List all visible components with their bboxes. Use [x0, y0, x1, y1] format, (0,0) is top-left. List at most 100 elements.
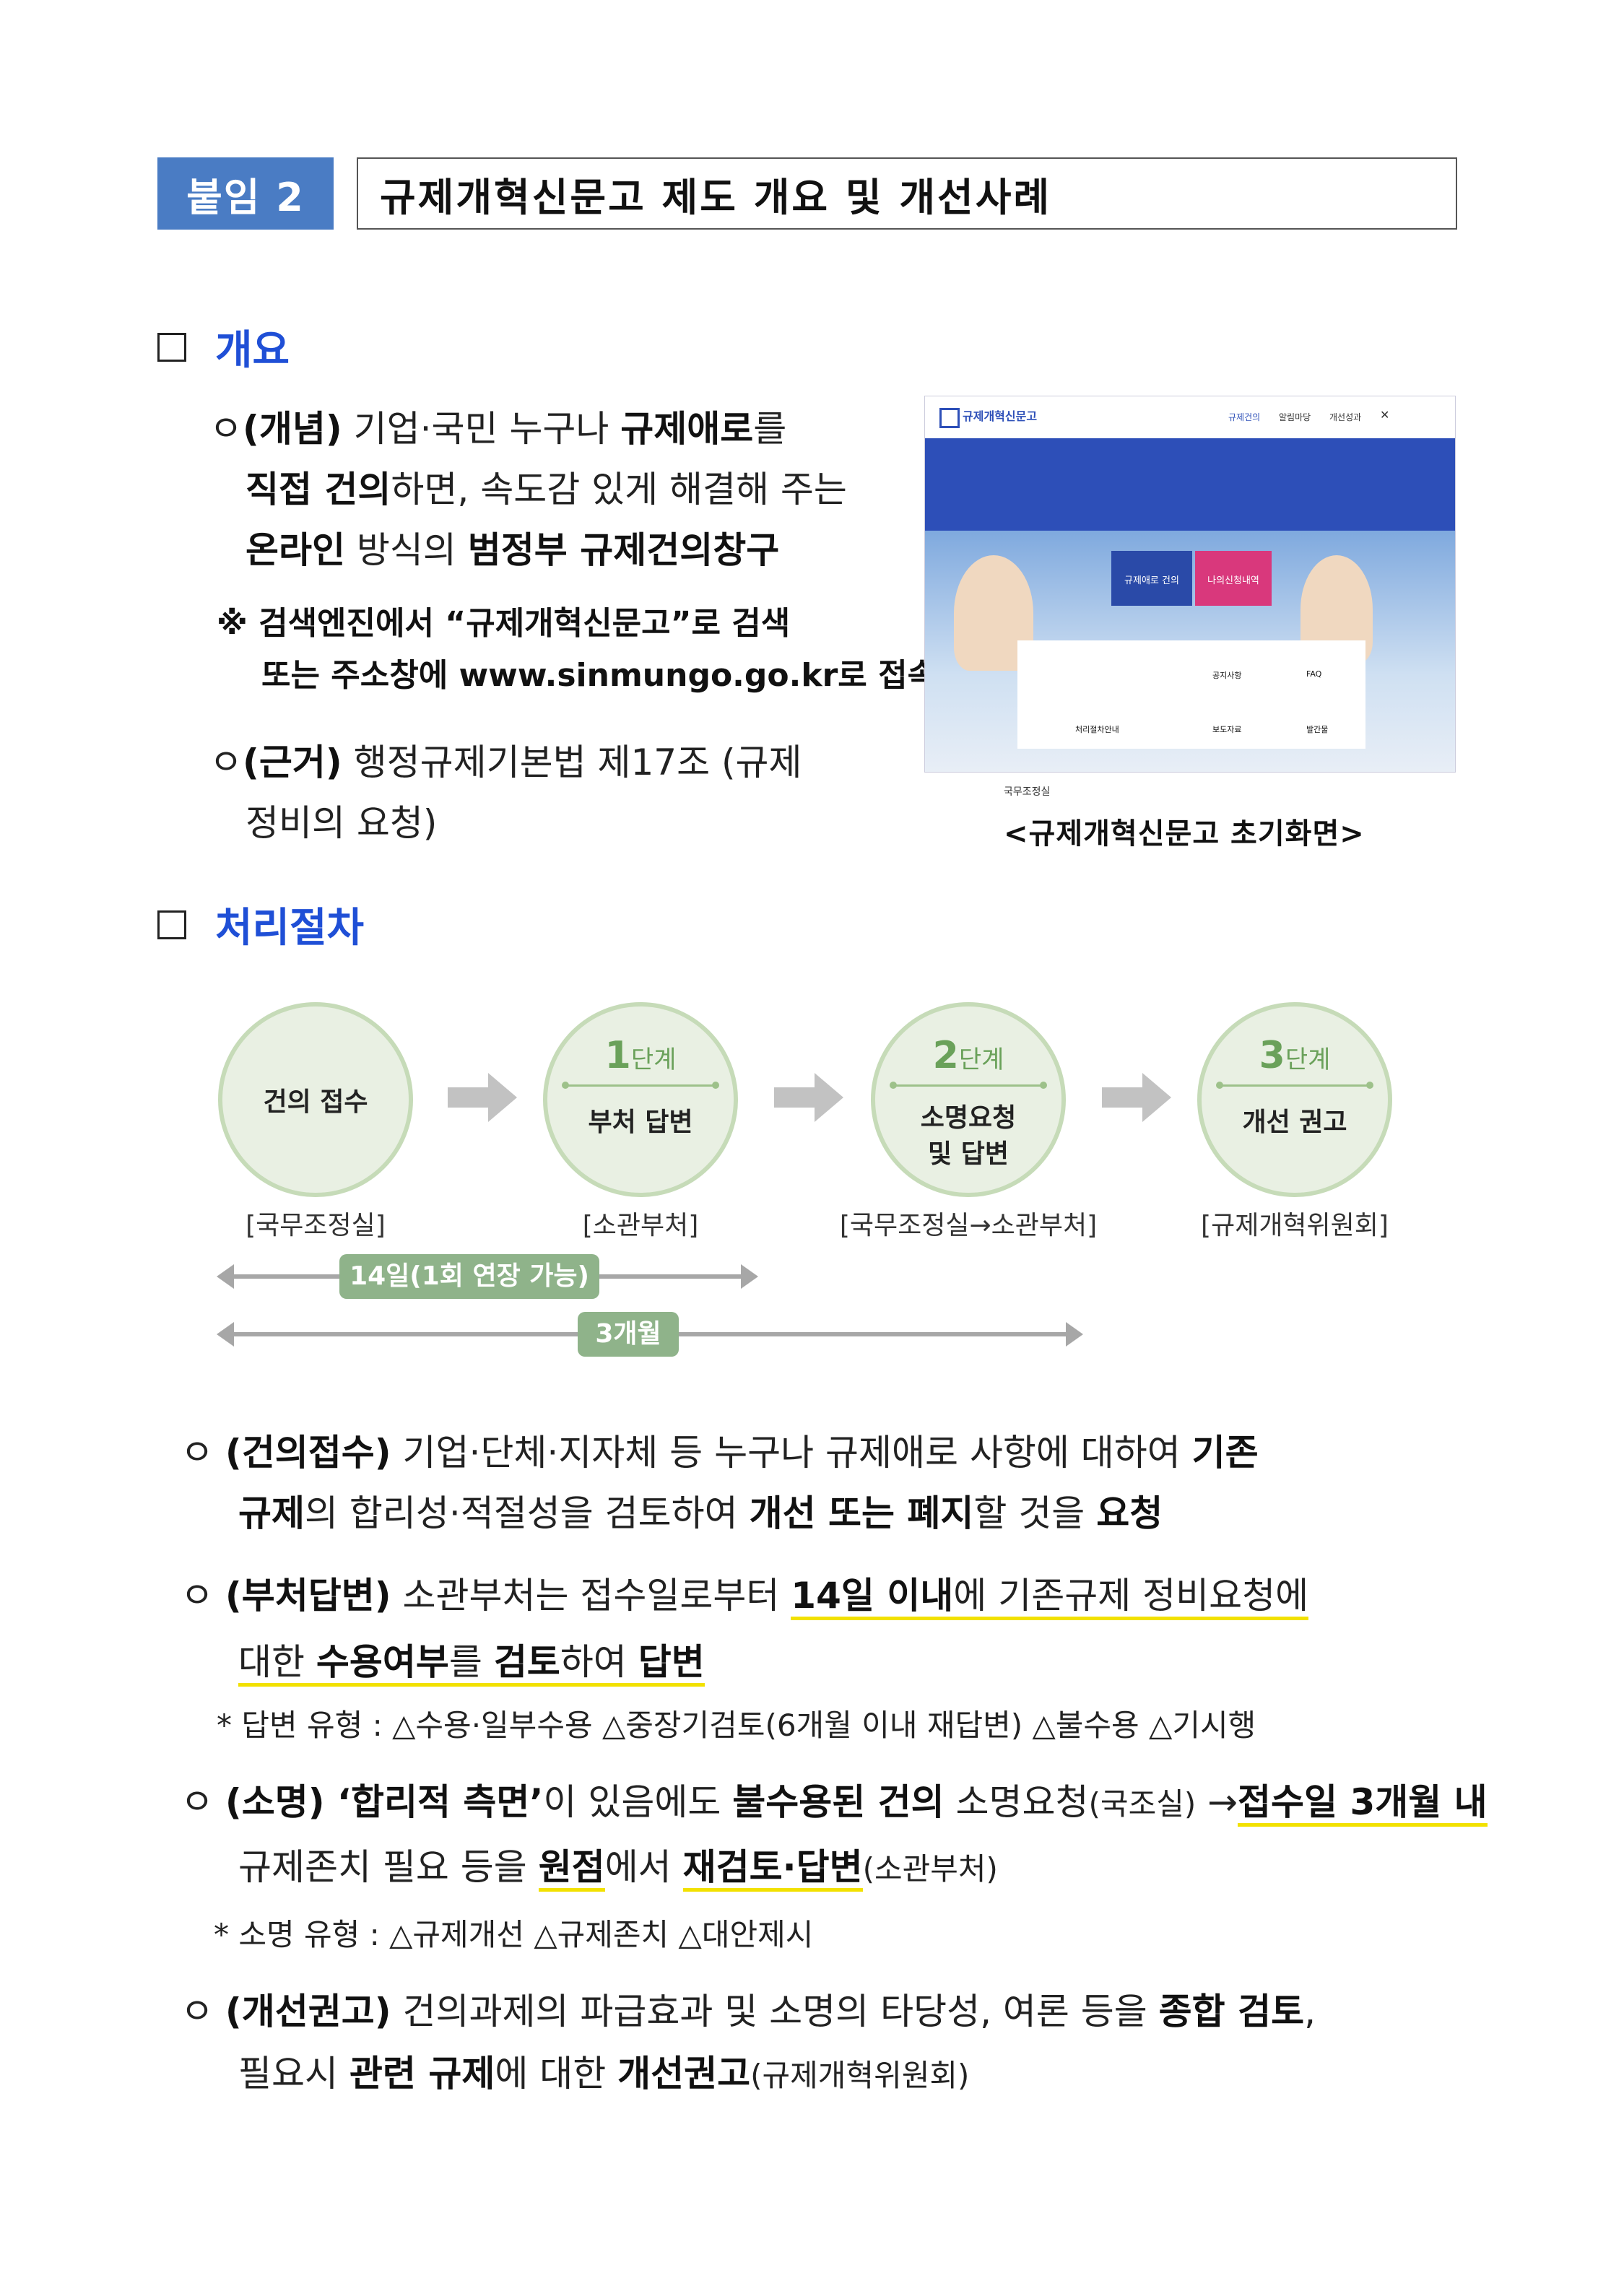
step-divider — [1216, 1082, 1373, 1089]
bullet-label: (부처답변) — [225, 1575, 391, 1617]
shot-card-item: 발간물 — [1306, 725, 1329, 734]
bullet-circle-icon: ㅇ — [181, 1432, 214, 1474]
page-title: 규제개혁신문고 제도 개요 및 개선사례 — [357, 157, 1457, 230]
bullet-text: ‘합리적 측면’ — [324, 1781, 544, 1823]
bullet-text: 답변 — [638, 1641, 705, 1683]
bullet-text: → — [1196, 1781, 1238, 1823]
step-label: 개선 권고 — [1242, 1108, 1347, 1137]
bullet-text: 대한 — [238, 1641, 316, 1683]
concept-text: 기업·국민 누구나 — [342, 408, 621, 450]
shot-card-item: FAQ — [1306, 669, 1322, 679]
concept-text: 를 — [753, 408, 787, 450]
bullet-text: 종합 검토 — [1158, 1991, 1305, 2032]
bullet-text: 필요시 — [238, 2053, 349, 2095]
concept-text: 하면, 속도감 있게 해결해 주는 — [391, 469, 847, 510]
bullet-circle-icon: ㅇ — [181, 1991, 214, 2032]
bullet-text: 규제존치 필요 등을 — [238, 1846, 539, 1888]
bullet-explanation: ㅇ (소명) ‘합리적 측면’이 있음에도 불수용된 건의 소명요청(국조실) … — [181, 1769, 1488, 1838]
bullet-explanation-line-2: 규제존치 필요 등을 원점에서 재검토·답변(소관부처) — [238, 1834, 998, 1903]
step-arrow-icon — [1102, 1073, 1171, 1122]
checkbox-square-icon — [157, 910, 186, 939]
step-circle-receipt: 건의 접수 — [218, 1002, 413, 1197]
bullet-text: 이 있음에도 — [543, 1781, 733, 1823]
screenshot-caption: <규제개혁신문고 초기화면> — [1004, 817, 1365, 851]
step-label: 소명요청 및 답변 — [920, 1103, 1017, 1169]
basis-label: (근거) — [243, 742, 342, 783]
shot-btn-myrequests: 나의신청내역 — [1195, 551, 1272, 606]
basis-text: 행정규제기본법 제17조 (규제 — [342, 742, 802, 783]
shot-logo-icon — [939, 408, 960, 428]
bullet-text: (규제개혁위원회) — [750, 2058, 970, 2093]
shot-nav-3: 개선성과 — [1329, 412, 1362, 422]
shot-logo-text: 규제개혁신문고 — [963, 409, 1038, 423]
bullet-text: 의 합리성·적절성을 검토하여 — [305, 1492, 750, 1534]
step-divider — [562, 1082, 719, 1089]
bullet-text: 건의과제의 파급효과 및 소명의 타당성, 여론 등을 — [391, 1991, 1159, 2032]
step-circle-3: 3단계 개선 권고 — [1197, 1002, 1392, 1197]
step-number: 3단계 — [1259, 1034, 1331, 1077]
shot-quick-card: 공지사항 FAQ 처리절차안내 보도자료 발간물 — [1017, 640, 1365, 749]
step-label: 건의 접수 — [263, 1087, 368, 1117]
answer-type-note: * 답변 유형 : △수용·일부수용 △중장기검토(6개월 이내 재답변) △불… — [217, 1708, 1256, 1743]
bullet-text: 수용여부 — [316, 1641, 449, 1683]
bullet-text: 관련 규제 — [349, 2053, 495, 2095]
sinmungo-homepage-screenshot: 규제개혁신문고 규제건의 알림마당 개선성과 ✕ 규제애로 건의 나의신청내역 … — [924, 396, 1456, 773]
bullet-text: 요청 — [1096, 1492, 1163, 1534]
bullet-label: (소명) — [225, 1781, 325, 1823]
shot-btn-complaint: 규제애로 건의 — [1111, 551, 1192, 606]
bullet-text: 할 것을 — [973, 1492, 1097, 1534]
step-circle-2: 2단계 소명요청 및 답변 — [871, 1002, 1066, 1197]
bullet-text: 검토 — [493, 1641, 560, 1683]
bullet-text: 불수용된 건의 — [732, 1781, 945, 1823]
bullet-improvement-recommendation: ㅇ (개선권고) 건의과제의 파급효과 및 소명의 타당성, 여론 등을 종합 … — [181, 1978, 1316, 2045]
bullet-improvement-line-2: 필요시 관련 규제에 대한 개선권고(규제개혁위원회) — [238, 2040, 969, 2109]
bullet-text: 규제 — [238, 1492, 305, 1534]
bullet-text: 재검토·답변 — [682, 1846, 863, 1892]
section-procedure-heading: 처리절차 — [157, 895, 364, 954]
shot-card-item: 처리절차안내 — [1075, 725, 1119, 734]
period-pill-14days: 14일(1회 연장 가능) — [339, 1254, 599, 1299]
concept-text: 범정부 규제건의창구 — [467, 529, 780, 571]
step-label: 부처 답변 — [588, 1108, 693, 1137]
bullet-circle-icon: ㅇ — [209, 742, 243, 783]
bullet-ministry-answer-line-2: 대한 수용여부를 검토하여 답변 — [238, 1629, 705, 1695]
step-owner: [소관부처] — [582, 1211, 699, 1240]
concept-line-3: 온라인 방식의 범정부 규제건의창구 — [246, 520, 779, 580]
explanation-type-note: * 소명 유형 : △규제개선 △규제존치 △대안제시 — [214, 1917, 814, 1952]
step-owner: [국무조정실→소관부처] — [839, 1211, 1098, 1240]
bullet-receipt-line-2: 규제의 합리성·적절성을 검토하여 개선 또는 폐지할 것을 요청 — [238, 1480, 1163, 1547]
shot-menu-panel — [925, 438, 1455, 531]
shot-close-icon: ✕ — [1380, 408, 1390, 422]
basis-line-2: 정비의 요청) — [246, 802, 438, 844]
shot-btn-complaint-label: 규제애로 건의 — [1124, 575, 1179, 586]
step-divider — [890, 1082, 1047, 1089]
concept-label: (개념) — [243, 408, 342, 450]
bullet-text: 원점 — [538, 1846, 605, 1892]
concept-text: 규제애로 — [620, 408, 754, 450]
step-arrow-icon — [448, 1073, 517, 1122]
search-note-2: 또는 주소창에 www.sinmungo.go.kr로 접속 — [261, 657, 937, 694]
section-overview-heading: 개요 — [157, 318, 290, 376]
search-note-1: ※ 검색엔진에서 “규제개혁신문고”로 검색 — [217, 605, 791, 642]
bullet-text: , — [1304, 1991, 1316, 2032]
bullet-text: 기존 — [1191, 1432, 1259, 1474]
bullet-text: 소관부처는 접수일로부터 — [391, 1575, 791, 1617]
shot-nav-2: 알림마당 — [1279, 412, 1311, 422]
concept-text: 온라인 — [246, 529, 345, 571]
section-procedure-title: 처리절차 — [215, 905, 365, 952]
bullet-text: 에 대한 — [495, 2053, 618, 2095]
bullet-text: 에서 — [604, 1846, 683, 1888]
bullet-text: (소관부처) — [862, 1851, 998, 1887]
bullet-circle-icon: ㅇ — [209, 408, 243, 450]
step-number: 2단계 — [932, 1034, 1004, 1077]
bullet-text: 기업·단체·지자체 등 누구나 규제애로 사항에 대하여 — [391, 1432, 1192, 1474]
step-circle-1: 1단계 부처 답변 — [543, 1002, 738, 1197]
bullet-label: (개선권고) — [225, 1991, 391, 2032]
section-overview-title: 개요 — [215, 327, 290, 374]
shot-nav-1: 규제건의 — [1228, 412, 1261, 422]
bullet-text: 에 기존규제 정비요청에 — [953, 1575, 1309, 1617]
basis-line-1: ㅇ(근거) 행정규제기본법 제17조 (규제 — [209, 732, 802, 793]
concept-text: 직접 건의 — [246, 469, 391, 510]
step-number: 1단계 — [604, 1034, 677, 1077]
bullet-circle-icon: ㅇ — [181, 1781, 214, 1823]
